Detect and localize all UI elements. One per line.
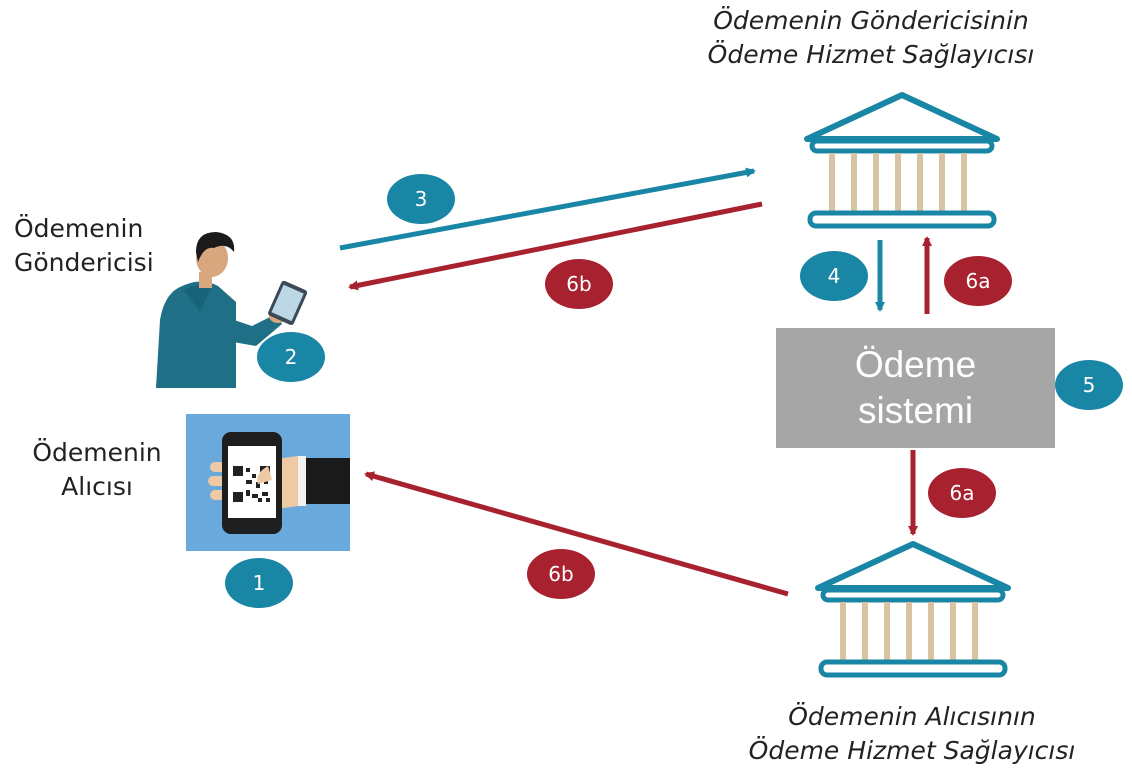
step-badge-6b-top: 6b xyxy=(545,259,613,309)
step-badge-6a-top: 6a xyxy=(944,256,1012,306)
receiver-psp-bank-icon xyxy=(818,544,1008,675)
receiver-psp-label: Ödemenin Alıcısının Ödeme Hizmet Sağlayı… xyxy=(716,700,1108,768)
sender-psp-label-line1: Ödemenin Göndericisinin xyxy=(713,6,1029,35)
receiver-label-line1: Ödemenin xyxy=(32,438,162,467)
sender-psp-label-line2: Ödeme Hizmet Sağlayıcısı xyxy=(707,40,1035,69)
sender-label: Ödemenin Göndericisi xyxy=(14,212,154,280)
step-badge-1: 1 xyxy=(225,558,293,608)
sender-psp-label: Ödemenin Göndericisinin Ödeme Hizmet Sağ… xyxy=(690,4,1052,72)
receiver-psp-label-line1: Ödemenin Alıcısının xyxy=(788,702,1036,731)
receiver-label: Ödemenin Alıcısı xyxy=(22,436,172,504)
receiver-label-line2: Alıcısı xyxy=(61,472,133,501)
arrow-3 xyxy=(339,167,756,251)
arrow-6b-top xyxy=(348,201,763,291)
payment-system-box: Ödeme sistemi xyxy=(776,328,1055,448)
receiver-psp-label-line2: Ödeme Hizmet Sağlayıcısı xyxy=(748,736,1076,765)
phone-qr-code-icon xyxy=(186,414,350,551)
sender-label-line2: Göndericisi xyxy=(14,248,154,277)
payment-system-label-line2: sistemi xyxy=(857,390,974,431)
step-badge-5: 5 xyxy=(1055,360,1123,410)
step-badge-2: 2 xyxy=(257,332,325,382)
person-with-tablet-icon xyxy=(156,232,308,388)
step-badge-3: 3 xyxy=(387,174,455,224)
payment-system-label-line1: Ödeme xyxy=(854,344,977,385)
step-badge-6a-bottom: 6a xyxy=(928,468,996,518)
step-badge-4: 4 xyxy=(800,251,868,301)
sender-psp-bank-icon xyxy=(807,95,997,226)
arrow-6b-bottom xyxy=(364,471,789,597)
step-badge-6b-bottom: 6b xyxy=(527,549,595,599)
sender-label-line1: Ödemenin xyxy=(14,214,144,243)
